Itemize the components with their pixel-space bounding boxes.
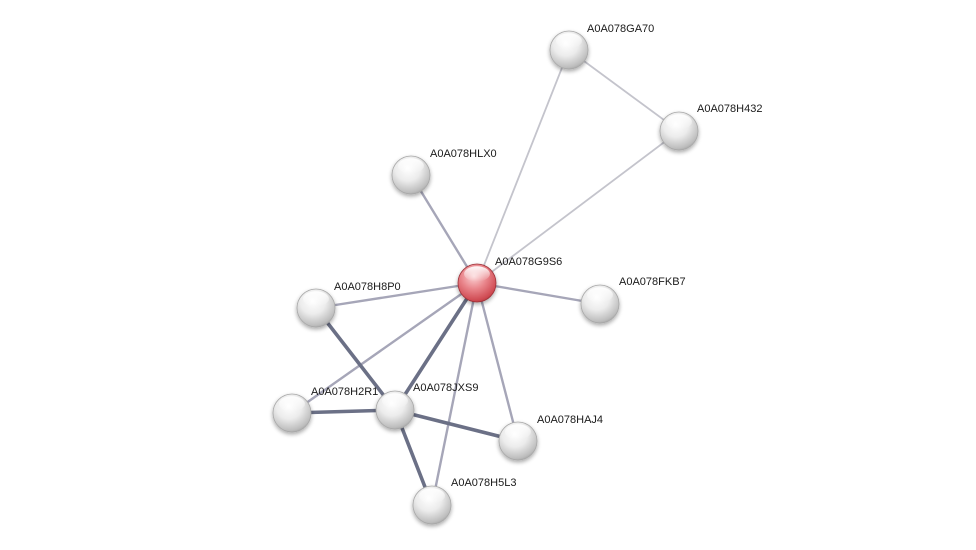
node-label: A0A078H5L3 <box>451 477 516 489</box>
protein-node[interactable]: A0A078H8P0 <box>296 281 401 328</box>
node-highlight <box>464 266 490 282</box>
protein-node[interactable]: A0A078HAJ4 <box>498 414 603 461</box>
edge-a0a078hlx0-a0a078g9s6[interactable] <box>409 173 479 285</box>
edge-a0a078h2r1-a0a078g9s6[interactable] <box>290 281 479 415</box>
node-label: A0A078H8P0 <box>334 281 401 293</box>
edge-a0a078h8p0-a0a078g9s6[interactable] <box>314 281 479 310</box>
edge-a0a078jxs9-a0a078g9s6[interactable] <box>393 281 479 412</box>
protein-node[interactable]: A0A078GA70 <box>549 23 654 70</box>
node-highlight <box>419 488 445 504</box>
node-label: A0A078HLX0 <box>430 148 497 160</box>
node-highlight <box>587 287 613 303</box>
node-label: A0A078GA70 <box>587 23 654 35</box>
protein-node[interactable]: A0A078H432 <box>659 103 762 151</box>
edge-a0a078fkb7-a0a078g9s6[interactable] <box>475 281 602 306</box>
node-label: A0A078H2R1 <box>311 386 378 398</box>
protein-node[interactable]: A0A078H2R1 <box>272 386 378 433</box>
node-highlight <box>556 33 582 49</box>
edge-a0a078ga70-a0a078g9s6[interactable] <box>476 49 570 284</box>
node-highlight <box>382 393 408 409</box>
edge-a0a078haj4-a0a078g9s6[interactable] <box>475 281 520 443</box>
edge-a0a078h5l3-a0a078g9s6[interactable] <box>430 281 479 507</box>
edge-a0a078ga70-a0a078h432[interactable] <box>568 49 680 132</box>
protein-node[interactable]: A0A078JXS9 <box>375 382 478 430</box>
protein-node[interactable]: A0A078FKB7 <box>580 276 686 324</box>
node-highlight <box>303 291 329 307</box>
node-label: A0A078JXS9 <box>413 382 478 394</box>
protein-node[interactable]: A0A078H5L3 <box>412 477 516 525</box>
edge-a0a078h432-a0a078g9s6[interactable] <box>476 130 680 284</box>
node-label: A0A078HAJ4 <box>537 414 603 426</box>
node-highlight <box>666 114 692 130</box>
protein-node[interactable]: A0A078HLX0 <box>391 148 497 195</box>
node-layer: A0A078G9S6 A0A078GA70A0A078H432A0A078HLX0… <box>272 23 762 525</box>
edge-a0a078h8p0-a0a078jxs9[interactable] <box>314 306 397 412</box>
node-highlight <box>279 396 305 412</box>
node-label: A0A078H432 <box>697 103 762 115</box>
query-node[interactable]: A0A078G9S6 <box>457 256 562 303</box>
node-highlight <box>398 158 424 174</box>
node-highlight <box>505 424 531 440</box>
edge-a0a078jxs9-a0a078haj4[interactable] <box>393 408 520 443</box>
node-label: A0A078FKB7 <box>619 276 686 288</box>
node-label: A0A078G9S6 <box>495 256 562 268</box>
